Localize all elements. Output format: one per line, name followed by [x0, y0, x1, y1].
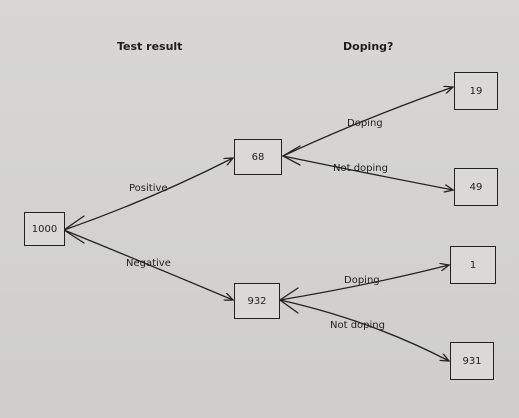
edge-label-neg-not-doping: Not doping: [330, 320, 385, 331]
node-negative: 932: [234, 283, 280, 319]
edge-neg-doping: [279, 265, 449, 301]
node-neg-not-doping: 931: [450, 342, 494, 380]
edge-label-pos-doping: Doping: [347, 118, 383, 129]
node-root: 1000: [24, 212, 65, 246]
node-pos-doping: 19: [454, 72, 498, 110]
edge-label-neg-doping: Doping: [344, 275, 380, 286]
edge-label-negative: Negative: [126, 258, 171, 269]
edge-neg-not-doping: [279, 299, 449, 361]
edge-pos-doping: [282, 87, 453, 157]
edge-label-pos-not-doping: Not doping: [333, 163, 388, 174]
edge-label-positive: Positive: [129, 183, 168, 194]
node-pos-not-doping: 49: [454, 168, 498, 206]
node-positive: 68: [234, 139, 282, 175]
edge-positive: [63, 158, 233, 231]
doping-header: Doping?: [343, 40, 394, 53]
edge-pos-not-doping: [282, 155, 453, 190]
test-result-header: Test result: [117, 40, 183, 53]
node-neg-doping: 1: [450, 246, 496, 284]
edge-negative: [63, 229, 233, 300]
